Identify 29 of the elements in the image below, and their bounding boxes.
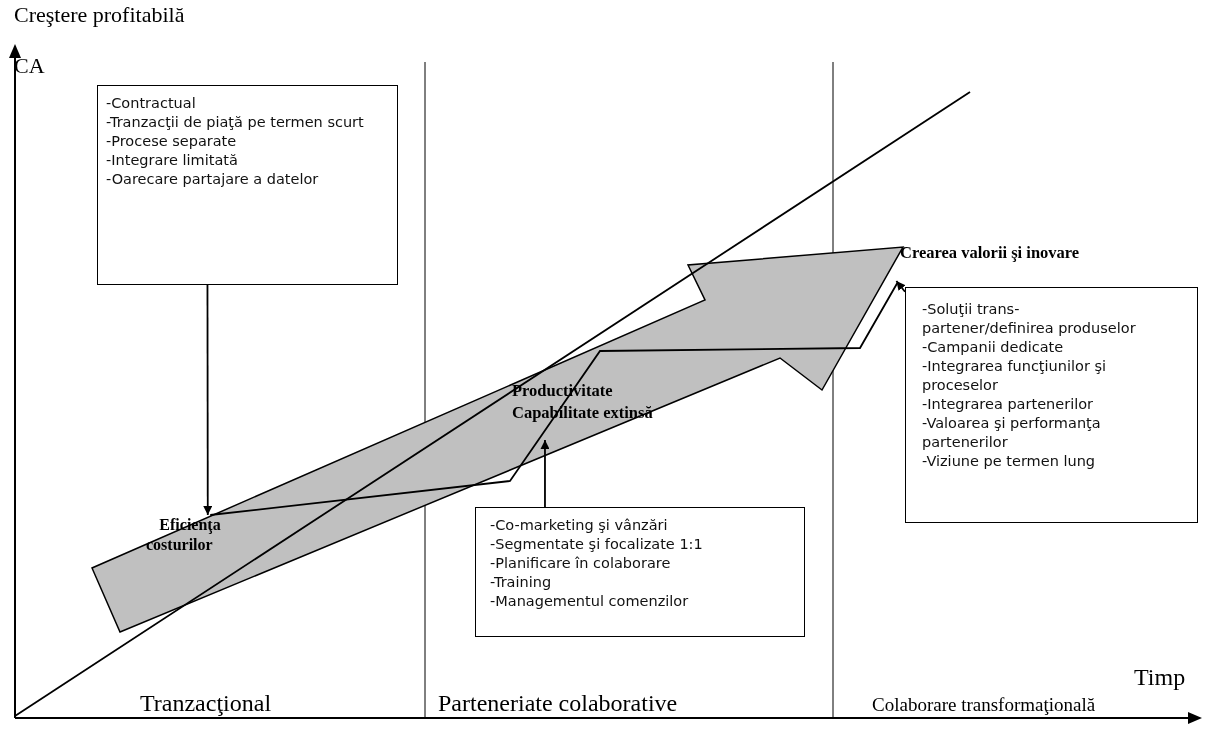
list-item: -Valoarea şi performanţa partenerilor — [922, 414, 1102, 452]
stage-label: Crearea valorii şi inovare — [900, 243, 1080, 283]
phase-label: Colaborare transformaţională — [872, 694, 1096, 716]
list-item: -Soluţii trans-partener/definirea produselor — [922, 300, 1137, 338]
list-item: -Viziune pe termen lung — [922, 452, 1097, 471]
list-item: -Tranzacţii de piaţă pe termen scurt — [106, 113, 365, 132]
list-box — [905, 287, 1198, 523]
arrow — [895, 280, 906, 293]
list-item: -Integrarea funcţiunilor şi proceselor — [922, 357, 1108, 395]
list-item: -Procese separate — [106, 132, 238, 151]
list-item: -Managementul comenzilor — [490, 592, 690, 611]
axis-label: Timp — [1134, 664, 1186, 691]
list-item: -Training — [490, 573, 553, 592]
list-item: -Oarecare partajare a datelor — [106, 170, 320, 189]
list-item: -Co-marketing şi vânzări — [490, 516, 669, 535]
list-item: -Segmentate şi focalizate 1:1 — [490, 535, 704, 554]
list-item: -Campanii dedicate — [922, 338, 1065, 357]
list-box — [475, 507, 805, 637]
arrow — [203, 284, 213, 516]
list-box — [97, 85, 398, 285]
list-item: -Integrarea partenerilor — [922, 395, 1095, 414]
list-item: -Planificare în colaborare — [490, 554, 672, 573]
axis-label: Creştere profitabilă — [14, 2, 185, 28]
arrow — [540, 439, 550, 508]
phase-label: Parteneriate colaborative — [438, 690, 678, 717]
phase-label: Tranzacţional — [140, 690, 272, 717]
step-line — [209, 282, 899, 516]
list-item: -Contractual — [106, 94, 197, 113]
list-item: -Integrare limitată — [106, 151, 239, 170]
